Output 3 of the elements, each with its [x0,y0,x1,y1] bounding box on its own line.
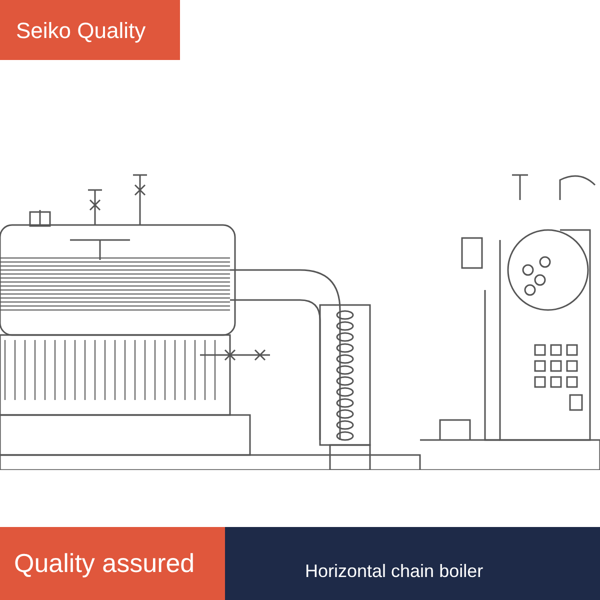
banner-text: Quality assured [14,547,195,580]
product-name: Horizontal chain boiler [305,562,484,580]
banner-text: Seiko Quality [16,16,146,45]
